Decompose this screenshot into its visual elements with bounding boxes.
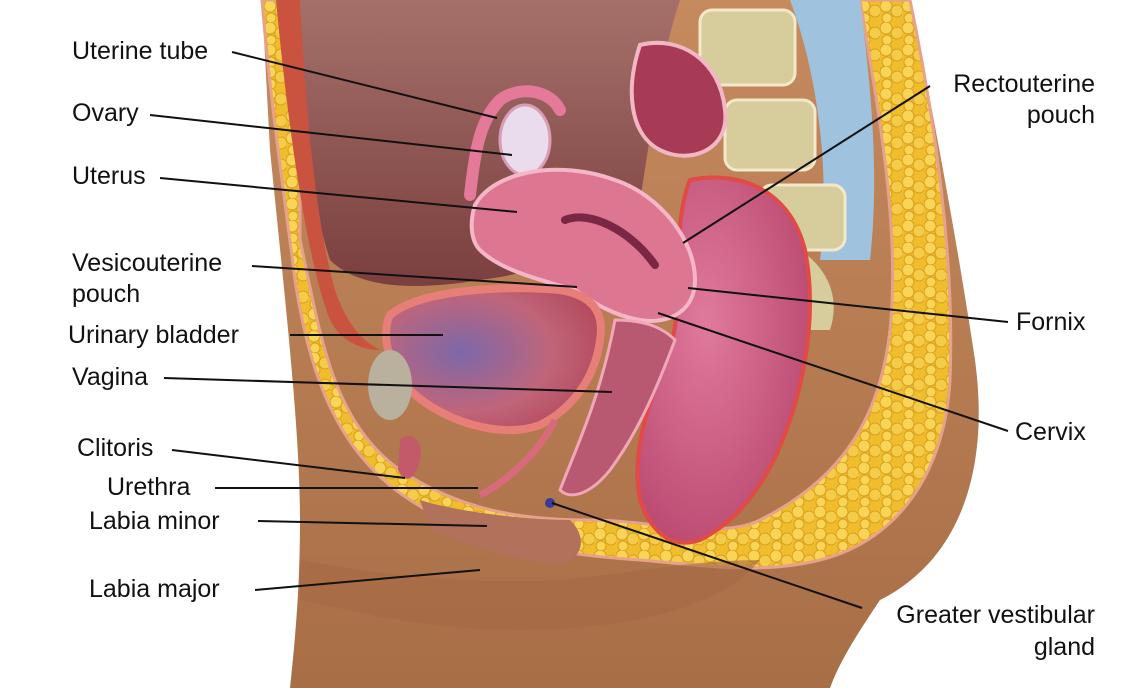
label-vesicouterine-line2: pouch — [72, 280, 141, 308]
leader-vagina — [163, 377, 613, 393]
leader-uterine-tube — [231, 51, 498, 119]
uterine-cavity — [561, 213, 659, 269]
leader-lines — [149, 51, 1009, 609]
vagina-art — [558, 318, 677, 497]
uterine-tube-art — [464, 85, 566, 201]
leader-greater-vestibular — [551, 502, 863, 609]
label-rectouterine-line1: Rectouterine — [953, 70, 1095, 98]
label-uterus: Uterus — [72, 162, 146, 190]
rectus-muscle — [276, 0, 380, 350]
urethra-art — [478, 418, 559, 499]
label-rectouterine-line2: pouch — [1026, 101, 1095, 129]
leader-labia-major — [254, 569, 481, 591]
fat-layer — [260, 0, 953, 570]
ovary-art — [498, 103, 552, 177]
uterus-art — [469, 167, 698, 323]
labia-minor-art — [420, 500, 581, 565]
label-vesicouterine-line1: Vesicouterine — [72, 249, 223, 277]
leader-labia-minor — [257, 520, 488, 527]
label-vagina: Vagina — [72, 363, 148, 391]
leader-cervix — [657, 312, 1009, 432]
greater-vestibular-gland-art — [545, 498, 555, 508]
labia-major-art — [300, 560, 760, 630]
label-greater-vestibular-line1: Greater vestibular — [896, 601, 1095, 629]
label-fornix: Fornix — [1016, 308, 1086, 336]
label-urethra: Urethra — [107, 473, 191, 501]
label-labia-major: Labia major — [89, 575, 220, 603]
leader-vesicouterine — [251, 265, 578, 288]
label-ovary: Ovary — [72, 99, 139, 127]
label-clitoris: Clitoris — [77, 434, 154, 462]
sigmoid-colon — [629, 40, 728, 158]
label-uterine-tube: Uterine tube — [72, 37, 209, 65]
label-urinary-bladder: Urinary bladder — [68, 321, 239, 349]
label-greater-vestibular-line2: gland — [1033, 633, 1095, 661]
leader-rectouterine — [682, 85, 931, 244]
leader-ovary — [149, 114, 513, 156]
label-labia-minor: Labia minor — [89, 507, 220, 535]
label-cervix: Cervix — [1015, 418, 1086, 446]
clitoris-art — [398, 436, 421, 479]
leader-clitoris — [171, 449, 406, 479]
leader-fornix — [687, 287, 1009, 323]
leader-uterus — [159, 177, 518, 213]
